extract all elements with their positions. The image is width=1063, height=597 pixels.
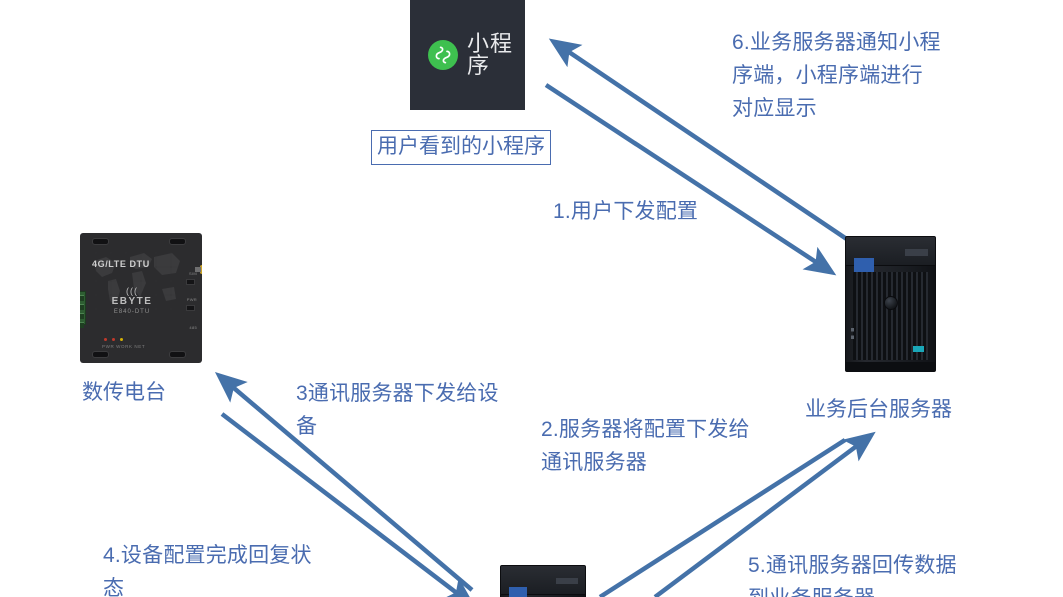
- flow-label-step4: 4.设备配置完成回复状 态: [103, 544, 312, 597]
- dtu-usb-slot: [186, 305, 195, 311]
- flow-label-step1: 1.用户下发配置: [553, 200, 699, 223]
- dtu-model-title: 4G/LTE DTU: [92, 259, 150, 269]
- dtu-screw: [169, 238, 186, 245]
- business-server-caption: 业务后台服务器: [805, 398, 952, 421]
- flow-label-step2: 2.服务器将配置下发给 通讯服务器: [541, 418, 750, 474]
- dtu-brand-mark: (((: [126, 286, 138, 296]
- dtu-device-image: 4G/LTE DTU ((( EBYTE E840-DTU PWR WORK N…: [80, 233, 202, 363]
- dtu-side-label: 485: [189, 325, 197, 330]
- miniprogram-tile-label: 小程序: [467, 31, 514, 78]
- dtu-side-label: PWR: [186, 297, 197, 302]
- server-indicator-lights: [851, 328, 854, 339]
- business-server-image: [845, 236, 936, 372]
- wechat-miniprogram-icon: [428, 40, 458, 70]
- flow-label-step6: 6.业务服务器通知小程 序端，小程序端进行 对应显示: [732, 31, 941, 120]
- server-slot: [904, 249, 928, 256]
- server-slot: [556, 577, 579, 585]
- comm-server-image: [500, 565, 586, 597]
- dtu-screw: [92, 238, 109, 245]
- server-brand-badge: [508, 586, 528, 597]
- miniprogram-tile: 小程序: [410, 0, 525, 110]
- dtu-brand-name: EBYTE: [111, 296, 153, 307]
- dtu-brand-block: ((( EBYTE E840-DTU: [80, 287, 184, 317]
- server-front-grill: [853, 271, 928, 361]
- server-logo: [883, 295, 898, 311]
- dtu-side-label: SIM: [188, 271, 197, 276]
- flow-label-step5: 5.通讯服务器回传数据 到业务服务器: [748, 554, 957, 597]
- dtu-screw: [169, 351, 186, 358]
- dtu-terminal-block: [80, 291, 86, 328]
- dtu-screw: [92, 351, 109, 358]
- dtu-sim-slot: [186, 279, 195, 285]
- miniprogram-caption: 用户看到的小程序: [371, 130, 551, 165]
- flow-label-step3: 3通讯服务器下发给设 备: [296, 382, 499, 438]
- dtu-caption: 数传电台: [82, 381, 166, 404]
- dtu-antenna-connector: [195, 265, 202, 274]
- server-base: [846, 361, 935, 371]
- server-accent-strip: [912, 345, 925, 353]
- dtu-led-row: [104, 338, 123, 341]
- world-map-decoration: [86, 243, 186, 323]
- dtu-led-labels: PWR WORK NET: [102, 344, 146, 349]
- dtu-brand-model: E840-DTU: [113, 309, 151, 315]
